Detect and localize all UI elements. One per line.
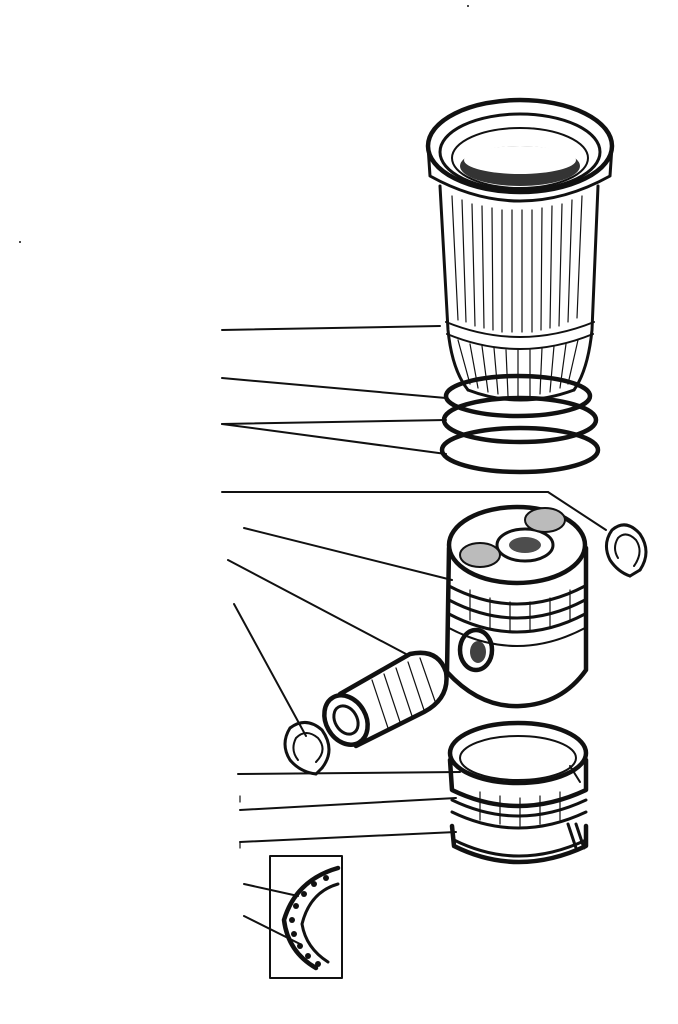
leader-line-seal-ring-3	[221, 423, 447, 455]
leader-line-seal-ring-2	[221, 419, 447, 425]
piston-pin-icon	[322, 650, 449, 749]
oil-ring-detail-inset	[269, 855, 343, 979]
leader-line-piston-pin	[227, 559, 407, 655]
piston-icon	[444, 504, 589, 709]
leader-line-circlip-upper-b	[547, 491, 607, 531]
leader-line-ring-3	[239, 831, 457, 843]
leader-line-circlip-lower	[233, 603, 307, 737]
oil-ring-expander-icon	[281, 865, 341, 971]
leader-line-liner	[221, 325, 441, 331]
leader-line-piston	[243, 527, 453, 581]
circlip-icon	[283, 721, 331, 776]
stray-marks	[19, 5, 469, 243]
leader-line-ring-2	[239, 797, 457, 811]
leader-line-inset-1	[243, 883, 299, 897]
circlip-icon	[605, 523, 648, 578]
leader-line-inset-2	[243, 915, 301, 945]
leader-lines	[221, 325, 607, 945]
leader-line-seal-ring-1	[221, 377, 447, 399]
piston-ring-set-icon	[447, 720, 589, 865]
leader-line-ring-1	[237, 771, 461, 775]
cylinder-liner-icon	[425, 97, 615, 402]
